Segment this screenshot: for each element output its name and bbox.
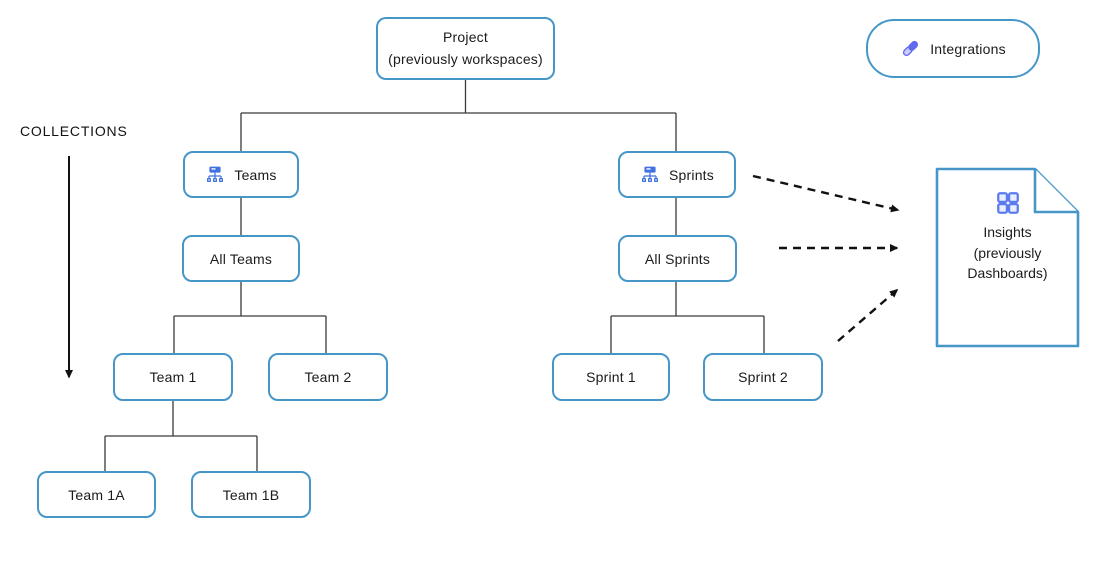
node-all-teams-label: All Teams [209,250,273,267]
insights-document-fold [1033,169,1078,214]
link-icon [900,38,921,59]
node-all-sprints: All Sprints [618,235,737,282]
node-sprints-label: Sprints [669,166,714,183]
node-insights-sublabel-1: (previously [973,244,1042,261]
node-integrations: Integrations [866,19,1040,78]
sitemap-icon [640,165,660,185]
node-team2: Team 2 [268,353,388,401]
node-sprint1: Sprint 1 [552,353,670,401]
node-all-sprints-label: All Sprints [644,250,711,267]
collections-label: COLLECTIONS [20,123,128,139]
node-insights: Insights (previously Dashboards) [937,190,1078,310]
node-team2-label: Team 2 [304,369,352,385]
node-project-sublabel: (previously workspaces) [388,51,543,67]
node-insights-label: Insights [983,224,1032,240]
node-team1: Team 1 [113,353,233,401]
node-team1-label: Team 1 [149,369,197,385]
node-integrations-label: Integrations [930,40,1006,57]
node-project-label: Project [443,29,488,45]
connector-project-to-teams-sprints [240,80,677,151]
connector-team1-to-team1a-team1b [104,400,258,471]
connector-all-sprints-to-sprint1-sprint2 [610,281,765,353]
node-sprint2-label: Sprint 2 [738,369,788,385]
node-project: Project (previously workspaces) [376,17,555,80]
node-team1b-label: Team 1B [222,486,280,503]
node-team1a-label: Team 1A [68,486,125,503]
node-team1b: Team 1B [191,471,311,518]
dashed-arrow-sprint2-to-insights [837,289,899,342]
node-sprints: Sprints [618,151,736,198]
connector-all-teams-to-team1-team2 [173,281,327,353]
node-sprint1-label: Sprint 1 [586,369,636,385]
dashed-arrow-sprints-to-insights [752,174,900,213]
node-all-teams: All Teams [182,235,300,282]
node-insights-sublabel-2: Dashboards) [967,265,1048,281]
node-teams: Teams [183,151,299,198]
sitemap-icon [205,165,225,185]
node-teams-label: Teams [234,166,277,183]
node-sprint2: Sprint 2 [703,353,823,401]
node-team1a: Team 1A [37,471,156,518]
grid-icon [995,190,1021,216]
